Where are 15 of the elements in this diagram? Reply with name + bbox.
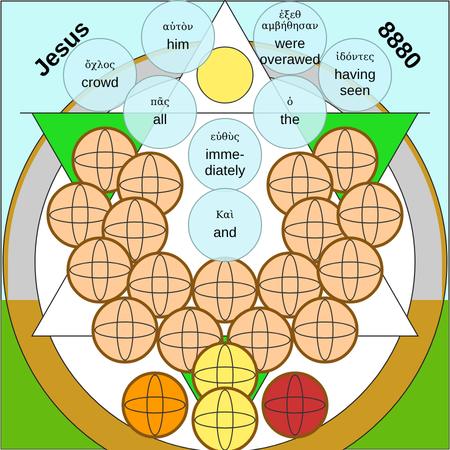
greek-word: πᾶς — [150, 97, 170, 108]
english-gloss: all — [152, 111, 167, 127]
english-gloss: having seen — [333, 66, 377, 98]
greek-word: ὁ — [286, 97, 294, 108]
english-gloss: imme- diately — [204, 146, 246, 178]
greek-word: Καὶ — [216, 210, 234, 221]
english-gloss: the — [280, 111, 300, 127]
english-gloss: crowd — [81, 74, 119, 90]
greek-word: εὐθὺς — [210, 132, 240, 143]
english-gloss: were overawed — [258, 34, 322, 66]
greek-word: ἐξεθ αμβήθησαν — [260, 10, 320, 32]
english-gloss: and — [213, 224, 237, 240]
english-gloss: him — [166, 36, 190, 52]
greek-word: αὐτὸν — [162, 22, 194, 33]
greek-word: ἰδόντες — [336, 52, 374, 63]
